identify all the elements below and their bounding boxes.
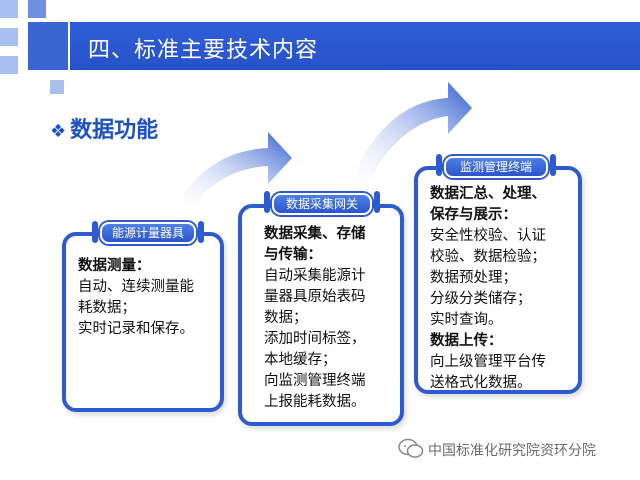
flow-arrow-1 <box>175 132 292 212</box>
box-header: 能源计量器具 <box>100 222 196 244</box>
pill-cap <box>374 191 380 213</box>
decor-square <box>28 22 68 70</box>
content-line: 自动、连续测量能 <box>78 279 194 295</box>
decor-square <box>50 80 64 94</box>
watermark-text: 中国标准化研究院资环分院 <box>428 443 596 459</box>
section-title: 数据功能 <box>70 118 159 143</box>
flow-arrow-2 <box>348 82 472 194</box>
pill-cap <box>264 191 270 213</box>
box-content: 数据采集、存储 与传输： 自动采集能源计 量器具原始表码 数据； 添加时间标签，… <box>264 224 394 413</box>
wechat-icon <box>398 438 424 458</box>
diamond-bullet-icon: ❖ <box>50 121 67 142</box>
box-content: 数据测量： 自动、连续测量能 耗数据； 实时记录和保存。 <box>78 256 214 340</box>
decor-square <box>0 56 18 74</box>
content-line: 安全性校验、认证 <box>430 228 546 244</box>
gateway-box <box>238 204 404 426</box>
pill-cap <box>550 154 556 176</box>
content-line: 保存与展示： <box>430 207 517 223</box>
slide-title: 四、标准主要技术内容 <box>88 38 319 63</box>
content-line: 数据测量： <box>78 258 151 274</box>
content-line: 与传输： <box>264 247 322 263</box>
pill-cap <box>198 221 204 243</box>
box-content: 数据汇总、处理、 保存与展示： 安全性校验、认证 校验、数据检验； 数据预处理；… <box>430 184 576 394</box>
content-line: 实时记录和保存。 <box>78 321 194 337</box>
title-bar <box>70 22 640 70</box>
content-line: 自动采集能源计 <box>264 268 366 284</box>
content-line: 送格式化数据。 <box>430 375 532 391</box>
content-line: 数据采集、存储 <box>264 226 366 242</box>
content-line: 耗数据； <box>78 300 136 316</box>
monitoring-terminal-box <box>414 166 582 394</box>
pill-cap <box>92 221 98 243</box>
content-line: 数据上传： <box>430 333 503 349</box>
pill-cap <box>436 154 442 176</box>
content-line: 实时查询。 <box>430 312 503 328</box>
content-line: 向上级管理平台传 <box>430 354 546 370</box>
content-line: 校验、数据检验； <box>430 249 546 265</box>
content-line: 添加时间标签， <box>264 331 366 347</box>
section-heading: ❖数据功能 <box>50 112 158 144</box>
decor-square <box>28 0 46 18</box>
decor-square <box>0 28 18 46</box>
content-line: 数据预处理； <box>430 270 517 286</box>
box-header: 监测管理终端 <box>444 156 548 178</box>
content-line: 分级分类储存； <box>430 291 532 307</box>
content-line: 数据； <box>264 310 308 326</box>
content-line: 本地缓存； <box>264 352 337 368</box>
content-line: 量器具原始表码 <box>264 289 366 305</box>
box-header: 数据采集网关 <box>272 193 372 215</box>
content-line: 向监测管理终端 <box>264 373 366 389</box>
decor-square <box>0 0 18 18</box>
content-line: 数据汇总、处理、 <box>430 186 546 202</box>
content-line: 上报能耗数据。 <box>264 394 366 410</box>
